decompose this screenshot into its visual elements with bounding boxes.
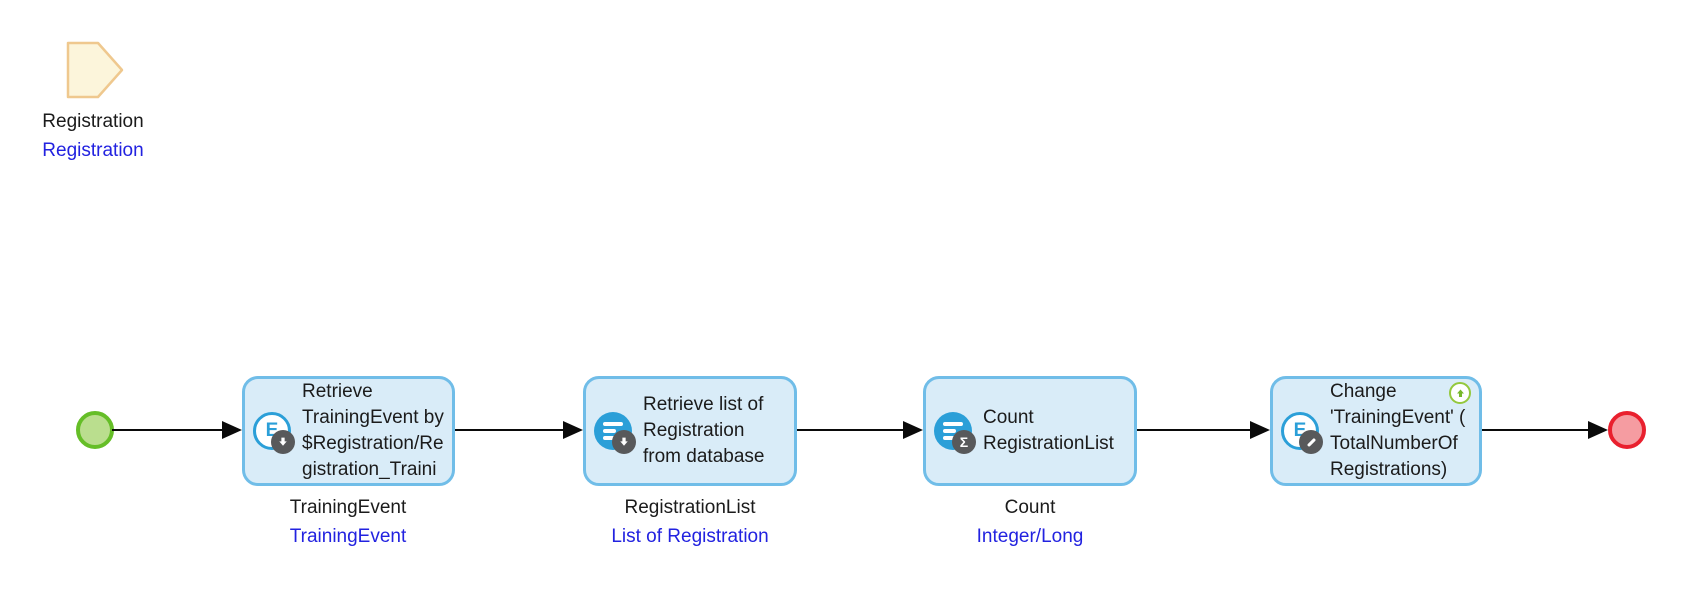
retrieve-download-badge-icon bbox=[612, 430, 636, 454]
activity-caption: Change 'TrainingEvent' ( TotalNumberOf R… bbox=[1330, 381, 1466, 480]
end-event[interactable] bbox=[1608, 411, 1646, 449]
arrowhead-icon bbox=[1250, 421, 1270, 439]
activity-aggregate-count[interactable]: Σ Count RegistrationList bbox=[923, 376, 1137, 486]
sequence-flow-5[interactable] bbox=[1482, 420, 1608, 440]
arrowhead-icon bbox=[563, 421, 583, 439]
sigma-glyph: Σ bbox=[959, 434, 969, 450]
arrowhead-icon bbox=[1588, 421, 1608, 439]
entity-change-icon: E bbox=[1281, 412, 1325, 456]
variable-name-label: TrainingEvent bbox=[289, 497, 407, 518]
activity-caption: Count RegistrationList bbox=[983, 407, 1114, 454]
flow-line bbox=[797, 429, 904, 431]
sequence-flow-4[interactable] bbox=[1137, 420, 1270, 440]
sequence-flow-3[interactable] bbox=[797, 420, 923, 440]
activity-change-object[interactable]: E Change 'TrainingEvent' ( TotalNumberOf… bbox=[1270, 376, 1482, 486]
entity-retrieve-icon: E bbox=[253, 412, 297, 456]
commit-indicator-icon bbox=[1449, 382, 1471, 404]
parameter-icon bbox=[66, 41, 124, 99]
flow-line bbox=[1137, 429, 1251, 431]
variable-type-label: List of Registration bbox=[611, 526, 769, 547]
arrowhead-icon bbox=[903, 421, 923, 439]
sequence-flow-1[interactable] bbox=[112, 420, 242, 440]
list-retrieve-icon bbox=[594, 412, 638, 456]
arrowhead-icon bbox=[222, 421, 242, 439]
flow-line bbox=[1482, 429, 1589, 431]
activity-caption: Retrieve TrainingEvent by $Registration/… bbox=[302, 381, 444, 480]
activity-retrieve-by-association[interactable]: E Retrieve TrainingEvent by $Registratio… bbox=[242, 376, 455, 486]
parameter-type-label: Registration bbox=[42, 140, 144, 161]
activity-caption: Retrieve list of Registration from datab… bbox=[643, 394, 765, 467]
variable-name-label: Count bbox=[1004, 497, 1056, 518]
sigma-badge-icon: Σ bbox=[952, 430, 976, 454]
variable-name-label: RegistrationList bbox=[624, 497, 756, 518]
variable-type-label: Integer/Long bbox=[976, 526, 1084, 547]
activity-retrieve-from-database[interactable]: Retrieve list of Registration from datab… bbox=[583, 376, 797, 486]
retrieve-download-badge-icon bbox=[271, 430, 295, 454]
list-aggregate-icon: Σ bbox=[934, 412, 978, 456]
start-event[interactable] bbox=[76, 411, 114, 449]
pencil-badge-icon bbox=[1299, 430, 1323, 454]
variable-type-label: TrainingEvent bbox=[289, 526, 407, 547]
flow-line bbox=[455, 429, 564, 431]
sequence-flow-2[interactable] bbox=[455, 420, 583, 440]
flow-line bbox=[112, 429, 223, 431]
parameter-name-label: Registration bbox=[42, 111, 144, 132]
